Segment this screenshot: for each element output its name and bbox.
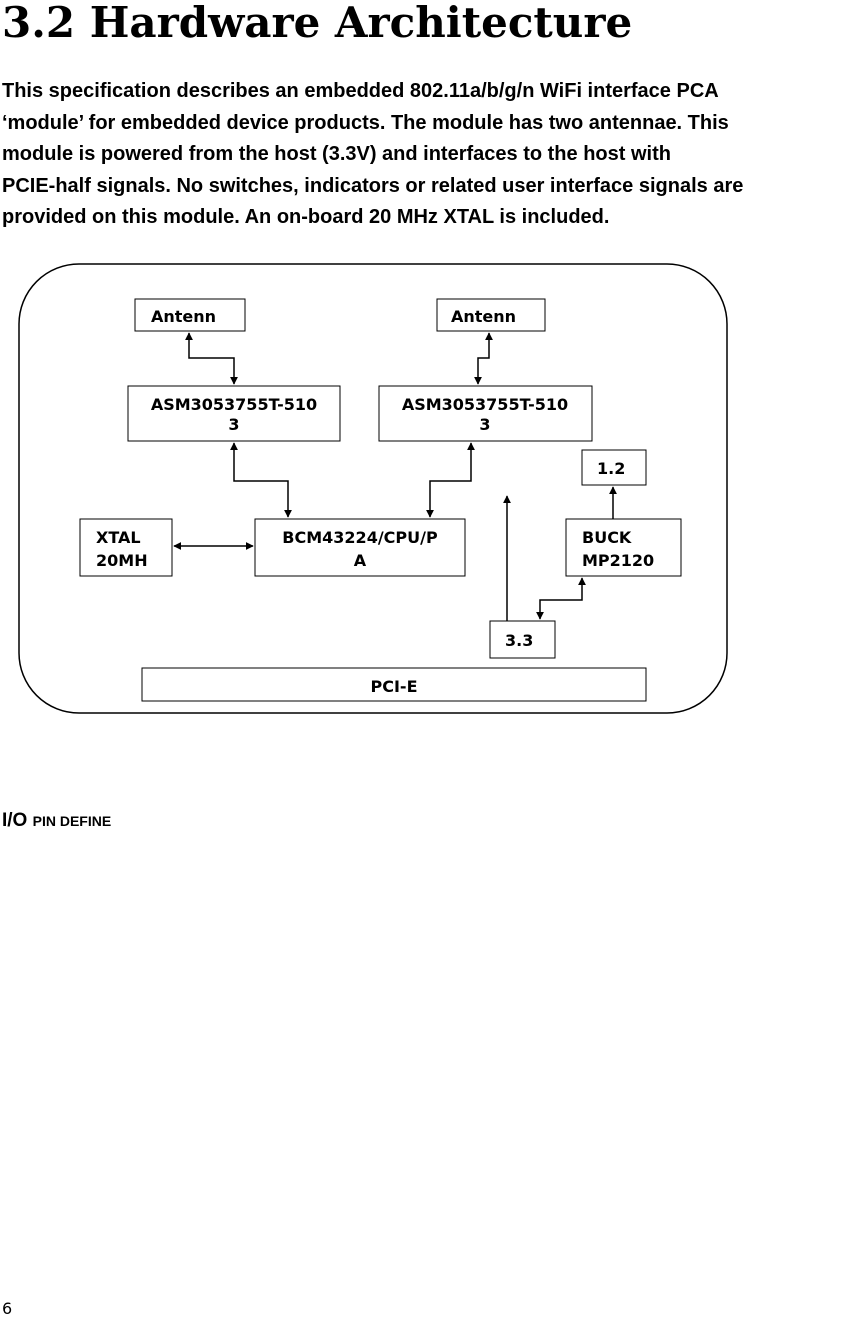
asm-left-label-1: ASM3053755T-510 <box>151 395 317 414</box>
hardware-architecture-diagram: Antenn Antenn ASM3053755T-510 3 ASM30537… <box>18 263 728 714</box>
bcm-label-1: BCM43224/CPU/P <box>282 528 438 547</box>
module-outline <box>18 263 728 714</box>
page-number: 6 <box>2 1299 13 1318</box>
asm-left-to-bcm-connector <box>230 442 292 518</box>
asm-left-block: ASM3053755T-510 3 <box>127 385 341 442</box>
antenna-right-to-asm-connector <box>474 332 493 385</box>
v33-block: 3.3 <box>489 620 556 659</box>
pcie-block: PCI-E <box>141 667 647 702</box>
io-prefix: I/O <box>2 810 28 831</box>
asm-right-to-bcm-connector <box>426 442 475 518</box>
v33-to-buck-connector <box>536 577 586 620</box>
asm-right-label-1: ASM3053755T-510 <box>402 395 568 414</box>
antenna-right-label: Antenn <box>451 307 516 326</box>
xtal-block: XTAL 20MH <box>79 518 173 577</box>
buck-label-1: BUCK <box>582 528 632 547</box>
io-rest: PIN DEFINE <box>32 813 112 829</box>
v33-label: 3.3 <box>505 631 533 650</box>
bcm-label-2: A <box>354 551 367 570</box>
paragraph-line: PCIE-half signals. No switches, indicato… <box>2 174 744 197</box>
xtal-label-2: 20MH <box>96 551 148 570</box>
paragraph-line: module is powered from the host (3.3V) a… <box>2 143 671 165</box>
io-pin-define-heading: I/O PIN DEFINE <box>2 810 111 832</box>
antenna-left-block: Antenn <box>134 298 246 332</box>
section-heading: 3.2 Hardware Architecture <box>2 0 633 47</box>
antenna-left-label: Antenn <box>151 307 216 326</box>
xtal-label-1: XTAL <box>96 528 141 547</box>
description-paragraph: This specification describes an embedded… <box>2 76 862 234</box>
pcie-label: PCI-E <box>371 677 418 696</box>
asm-left-label-2: 3 <box>228 415 239 434</box>
buck-label-2: MP2120 <box>582 551 654 570</box>
paragraph-line: ‘module’ for embedded device products. T… <box>2 111 729 134</box>
bcm-block: BCM43224/CPU/P A <box>254 518 466 577</box>
buck-block: BUCK MP2120 <box>565 518 682 577</box>
antenna-left-to-asm-connector <box>185 332 238 385</box>
asm-right-label-2: 3 <box>479 415 490 434</box>
v12-label: 1.2 <box>597 459 625 478</box>
asm-right-block: ASM3053755T-510 3 <box>378 385 593 442</box>
v12-block: 1.2 <box>581 449 647 486</box>
antenna-right-block: Antenn <box>436 298 546 332</box>
paragraph-line: provided on this module. An on-board 20 … <box>2 206 610 228</box>
paragraph-line: This specification describes an embedded… <box>2 80 719 102</box>
